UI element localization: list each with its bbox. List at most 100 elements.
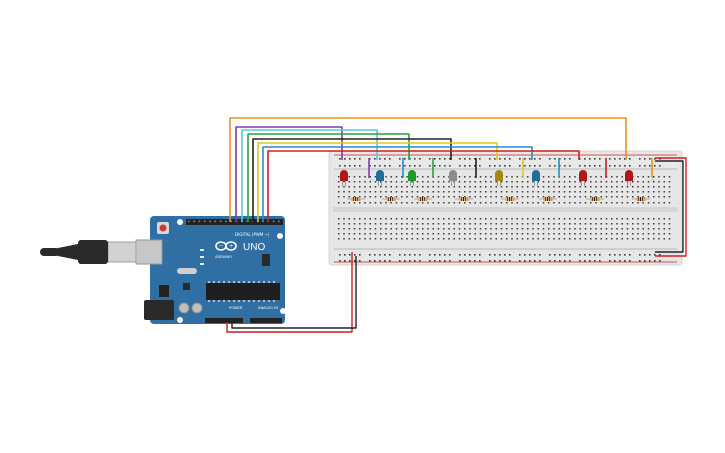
breadboard-hole[interactable] (663, 181, 666, 183)
breadboard-hole[interactable] (500, 233, 503, 235)
breadboard-hole[interactable] (644, 254, 646, 256)
breadboard-hole[interactable] (626, 223, 629, 225)
breadboard-hole[interactable] (349, 260, 351, 262)
breadboard-hole[interactable] (647, 181, 650, 183)
breadboard-hole[interactable] (532, 223, 534, 225)
breadboard-hole[interactable] (563, 181, 566, 183)
wire-black-ground[interactable] (231, 256, 357, 329)
breadboard-hole[interactable] (374, 218, 377, 220)
breadboard-hole[interactable] (401, 176, 403, 178)
breadboard-hole[interactable] (584, 233, 587, 235)
breadboard-hole[interactable] (348, 196, 351, 198)
breadboard-hole[interactable] (427, 181, 429, 183)
breadboard-hole[interactable] (389, 165, 391, 167)
breadboard-hole[interactable] (589, 260, 591, 262)
breadboard-hole[interactable] (495, 233, 498, 235)
breadboard-hole[interactable] (344, 260, 346, 262)
breadboard-hole[interactable] (474, 186, 477, 188)
breadboard-hole[interactable] (653, 202, 655, 204)
breadboard-hole[interactable] (506, 202, 508, 204)
breadboard-hole[interactable] (629, 165, 631, 167)
breadboard-hole[interactable] (422, 202, 424, 204)
breadboard-hole[interactable] (343, 196, 345, 198)
breadboard-hole[interactable] (534, 158, 536, 160)
breadboard-hole[interactable] (654, 254, 656, 256)
breadboard-hole[interactable] (385, 196, 387, 198)
breadboard-hole[interactable] (590, 202, 592, 204)
breadboard-hole[interactable] (432, 233, 435, 235)
breadboard-hole[interactable] (563, 223, 566, 225)
breadboard-hole[interactable] (637, 176, 639, 178)
breadboard-hole[interactable] (404, 254, 406, 256)
breadboard-hole[interactable] (401, 228, 403, 230)
breadboard-hole[interactable] (416, 238, 419, 240)
breadboard-hole[interactable] (590, 176, 592, 178)
breadboard-hole[interactable] (529, 165, 531, 167)
breadboard-hole[interactable] (401, 181, 403, 183)
breadboard-hole[interactable] (632, 238, 634, 240)
breadboard-hole[interactable] (395, 223, 398, 225)
breadboard-hole[interactable] (439, 165, 441, 167)
breadboard-hole[interactable] (590, 218, 592, 220)
breadboard-hole[interactable] (569, 223, 571, 225)
breadboard-hole[interactable] (642, 223, 645, 225)
breadboard-hole[interactable] (621, 191, 624, 193)
breadboard-hole[interactable] (453, 223, 456, 225)
breadboard-hole[interactable] (653, 218, 655, 220)
breadboard-hole[interactable] (374, 158, 376, 160)
breadboard-hole[interactable] (605, 191, 608, 193)
breadboard-hole[interactable] (642, 181, 645, 183)
breadboard-hole[interactable] (364, 228, 366, 230)
breadboard-hole[interactable] (422, 176, 424, 178)
breadboard-hole[interactable] (453, 238, 456, 240)
breadboard-hole[interactable] (511, 228, 513, 230)
resistor[interactable] (455, 197, 473, 201)
breadboard-hole[interactable] (647, 218, 650, 220)
breadboard-hole[interactable] (443, 191, 445, 193)
breadboard-hole[interactable] (411, 191, 414, 193)
breadboard-hole[interactable] (395, 186, 398, 188)
breadboard-hole[interactable] (338, 238, 340, 240)
breadboard-hole[interactable] (380, 228, 382, 230)
breadboard-hole[interactable] (432, 218, 435, 220)
breadboard-hole[interactable] (479, 218, 482, 220)
breadboard-hole[interactable] (490, 228, 492, 230)
breadboard-hole[interactable] (395, 238, 398, 240)
breadboard-hole[interactable] (668, 228, 671, 230)
breadboard-hole[interactable] (542, 218, 545, 220)
breadboard-hole[interactable] (619, 260, 621, 262)
breadboard-hole[interactable] (619, 158, 621, 160)
breadboard-hole[interactable] (385, 218, 387, 220)
breadboard-hole[interactable] (469, 202, 471, 204)
breadboard-hole[interactable] (453, 218, 456, 220)
breadboard-hole[interactable] (406, 218, 408, 220)
breadboard-hole[interactable] (369, 254, 371, 256)
breadboard-hole[interactable] (380, 223, 382, 225)
breadboard-hole[interactable] (343, 181, 345, 183)
breadboard-hole[interactable] (658, 223, 660, 225)
breadboard-hole[interactable] (663, 191, 666, 193)
breadboard-hole[interactable] (353, 186, 356, 188)
breadboard-hole[interactable] (479, 165, 481, 167)
breadboard-hole[interactable] (494, 165, 496, 167)
breadboard-hole[interactable] (464, 223, 466, 225)
breadboard-hole[interactable] (649, 165, 651, 167)
breadboard-hole[interactable] (453, 233, 456, 235)
breadboard-hole[interactable] (479, 254, 481, 256)
breadboard-hole[interactable] (548, 233, 550, 235)
breadboard-hole[interactable] (658, 233, 660, 235)
breadboard-hole[interactable] (549, 158, 551, 160)
breadboard-hole[interactable] (629, 260, 631, 262)
breadboard-hole[interactable] (595, 238, 597, 240)
breadboard-hole[interactable] (605, 186, 608, 188)
breadboard-hole[interactable] (432, 186, 435, 188)
breadboard-hole[interactable] (516, 218, 519, 220)
breadboard-hole[interactable] (537, 218, 540, 220)
breadboard-hole[interactable] (374, 223, 377, 225)
breadboard-hole[interactable] (469, 158, 471, 160)
breadboard-hole[interactable] (649, 260, 651, 262)
breadboard-hole[interactable] (427, 176, 429, 178)
breadboard-hole[interactable] (521, 238, 524, 240)
breadboard-hole[interactable] (411, 186, 414, 188)
breadboard-hole[interactable] (338, 176, 340, 178)
